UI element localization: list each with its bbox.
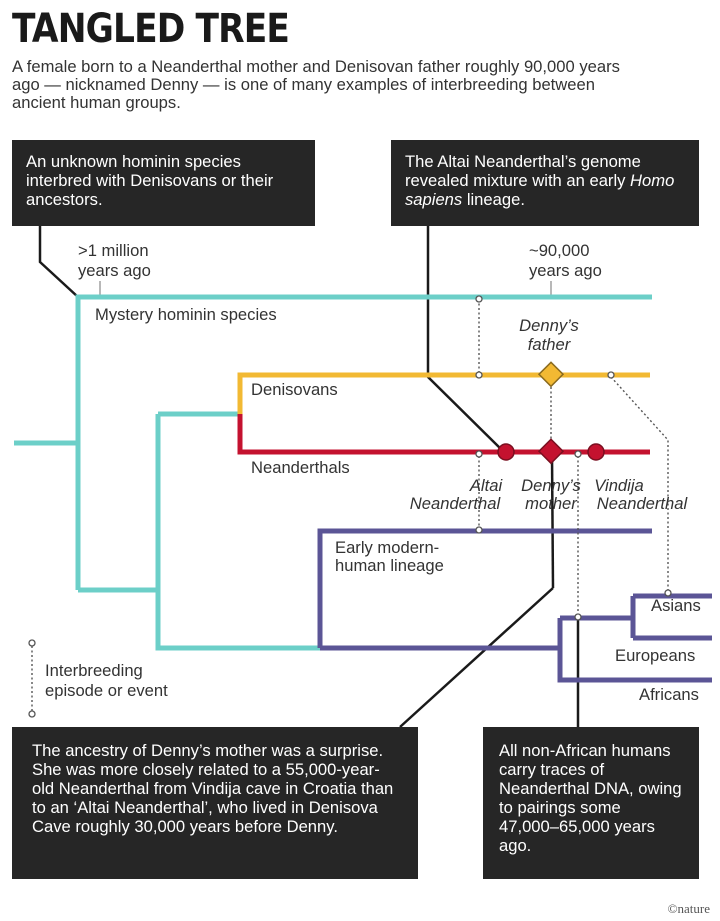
time-ninety-line2: years ago	[529, 261, 602, 280]
callout-non-african-text: All non-African humans carry traces of N…	[499, 741, 682, 855]
label-dennys-father-line1: Denny’s	[519, 316, 579, 335]
callout-non-african: All non-African humans carry traces of N…	[483, 727, 699, 879]
callout-altai-genome: The Altai Neanderthal’s genome revealed …	[391, 140, 699, 226]
lineage-teal-stem	[75, 414, 320, 651]
lineage-modern-humans	[320, 593, 712, 683]
time-ninety-line1: ~90,000	[529, 241, 589, 260]
connector-unknown-hominin	[38, 226, 79, 298]
connector-denny-mother-lower	[399, 587, 554, 728]
denny-father-diamond	[537, 361, 565, 388]
dot-marker	[475, 295, 483, 303]
dot-marker	[664, 589, 672, 597]
callout-denny-mother-text: The ancestry of Denny’s mother was a sur…	[32, 741, 394, 836]
dot-marker	[607, 371, 615, 379]
callout-unknown-hominin: An unknown hominin species interbred wit…	[12, 140, 315, 226]
lineage-denisovans	[237, 372, 650, 414]
lineage-neanderthals	[237, 414, 650, 455]
page-subtitle: A female born to a Neanderthal mother an…	[12, 57, 620, 112]
legend-dot-top	[28, 639, 36, 647]
label-dennys-mother-line1: Denny’s	[521, 476, 581, 495]
lineage-early-modern-human	[317, 528, 652, 648]
label-denisovans: Denisovans	[251, 380, 338, 399]
connector-altai-genome	[426, 226, 507, 455]
altai-neanderthal-circle	[497, 443, 515, 461]
page-title: TANGLED TREE	[12, 6, 290, 52]
connector-denny-mother	[550, 454, 555, 589]
label-early-modern-line2: human lineage	[335, 556, 444, 575]
label-early-modern-line1: Early modern-	[335, 538, 439, 557]
callout-denny-mother: The ancestry of Denny’s mother was a sur…	[12, 727, 418, 879]
dot-marker	[475, 526, 483, 534]
label-neanderthals: Neanderthals	[251, 458, 350, 477]
dot-marker	[475, 450, 483, 458]
callout-unknown-hominin-text: An unknown hominin species interbred wit…	[26, 152, 274, 209]
label-dennys-father-line2: father	[528, 335, 572, 354]
callout-altai-genome-text: The Altai Neanderthal’s genome revealed …	[405, 152, 685, 209]
label-altai-line2: Neanderthal	[410, 494, 502, 513]
label-vindija-line1: Vindija	[594, 476, 644, 495]
time-million-line1: >1 million	[78, 241, 149, 260]
callout-altai-text-pre: The Altai Neanderthal’s genome revealed …	[405, 152, 641, 190]
time-million-line2: years ago	[78, 261, 151, 280]
callout-altai-text-post: lineage.	[462, 190, 525, 209]
legend-dot-bottom	[28, 710, 36, 718]
legend-line1: Interbreeding	[45, 661, 143, 680]
callout-altai-text-species: Homo sapiens	[405, 171, 675, 209]
nature-credit: ©nature	[667, 901, 710, 916]
denny-mother-diamond	[537, 438, 565, 465]
interbreed-denisovan-asians	[610, 376, 669, 591]
label-vindija-line2: Neanderthal	[597, 494, 689, 513]
legend-line2: episode or event	[45, 681, 168, 700]
label-altai-line1: Altai	[469, 476, 504, 495]
label-asians: Asians	[651, 596, 701, 615]
label-africans: Africans	[639, 685, 699, 704]
label-europeans: Europeans	[615, 646, 695, 665]
dot-marker	[574, 450, 582, 458]
dot-marker	[574, 613, 582, 621]
vindija-neanderthal-circle	[587, 443, 605, 461]
label-dennys-mother-line2: mother	[525, 494, 578, 513]
dot-marker	[475, 371, 483, 379]
label-mystery-hominin: Mystery hominin species	[95, 305, 277, 324]
